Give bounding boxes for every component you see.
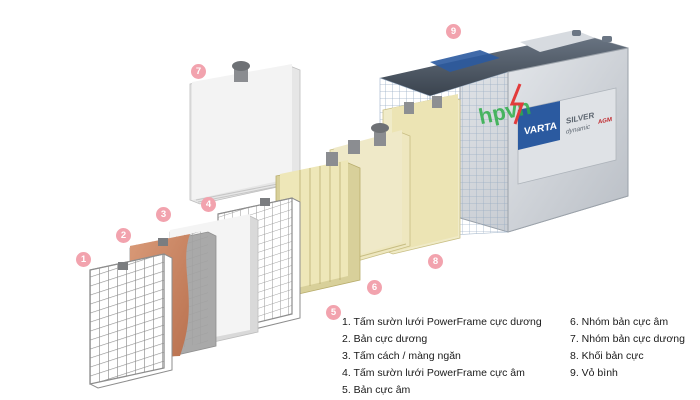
callout-2: 2	[116, 228, 131, 243]
callout-5: 5	[326, 305, 341, 320]
legend-item-8: 8. Khối bản cực	[570, 350, 644, 362]
legend-item-5: 5. Bản cực âm	[342, 384, 411, 396]
legend-item-3: 3. Tấm cách / màng ngăn	[342, 350, 461, 362]
legend-item-4: 4. Tấm sườn lưới PowerFrame cực âm	[342, 367, 525, 379]
positive-powerframe-grid	[89, 253, 173, 389]
legend-item-9: 9. Vỏ bình	[570, 367, 618, 379]
callout-8: 8	[428, 254, 443, 269]
legend-item-6: 6. Nhóm bản cực âm	[570, 316, 669, 328]
positive-plate-group	[189, 61, 301, 205]
legend-item-7: 7. Nhóm bản cực dương	[570, 333, 685, 345]
legend-left: 1. Tấm sườn lưới PowerFrame cực dương 2.…	[342, 314, 542, 399]
legend-item-1: 1. Tấm sườn lưới PowerFrame cực dương	[342, 316, 542, 328]
callout-7: 7	[191, 64, 206, 79]
callout-3: 3	[156, 207, 171, 222]
legend-item-2: 2. Bản cực dương	[342, 333, 428, 345]
callout-6: 6	[367, 280, 382, 295]
callout-4: 4	[201, 197, 216, 212]
agm-label: AGM	[598, 117, 612, 126]
callout-1: 1	[76, 252, 91, 267]
callout-9: 9	[446, 24, 461, 39]
legend-right: 6. Nhóm bản cực âm 7. Nhóm bản cực dương…	[570, 314, 685, 382]
